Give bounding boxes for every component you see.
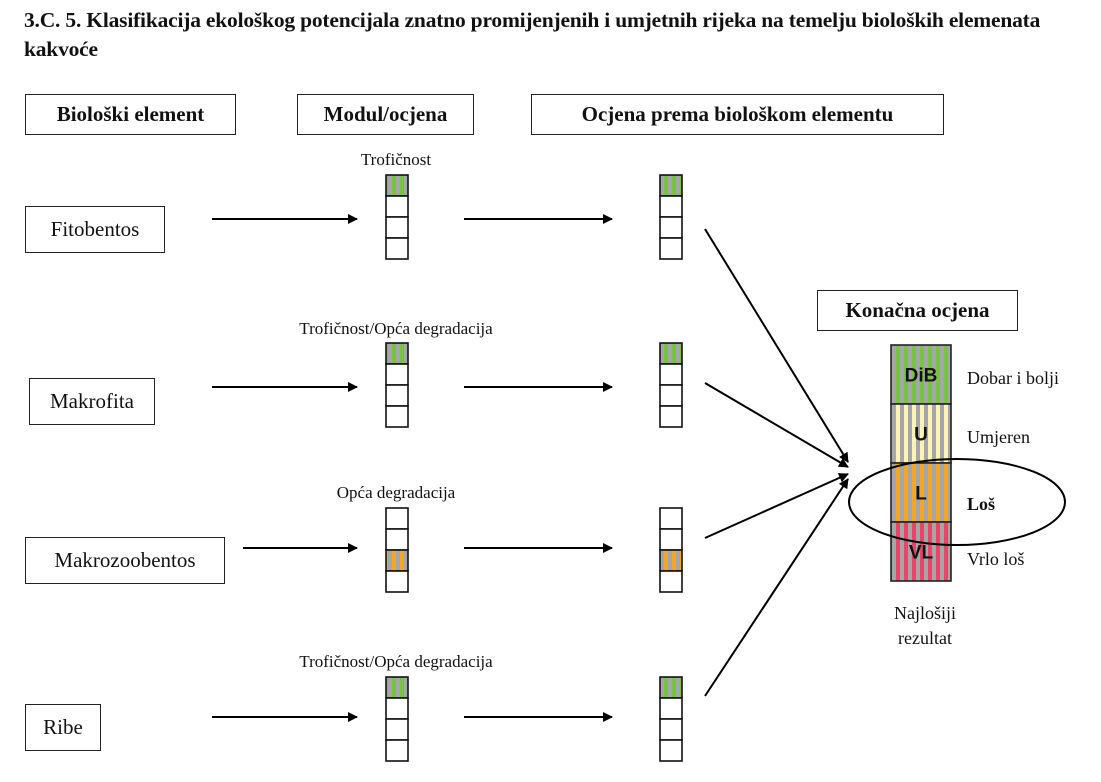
final-cell-l: L xyxy=(890,462,952,523)
header-rating-by-element: Ocjena prema biološkom elementu xyxy=(531,94,944,135)
header-biological-element: Biološki element xyxy=(25,94,236,135)
arrow-to-final xyxy=(704,382,849,468)
rating-stack-2 xyxy=(659,507,683,593)
stack-cell xyxy=(659,528,683,551)
stack-cell xyxy=(659,174,683,197)
stack-cell xyxy=(385,216,409,239)
stack-cell xyxy=(659,676,683,699)
stack-cell xyxy=(659,384,683,407)
stack-cell xyxy=(659,718,683,741)
final-note-line1: Najlošiji xyxy=(894,603,956,623)
module-stack-0 xyxy=(385,174,409,260)
page-title: 3.C. 5. Klasifikacija ekološkog potencij… xyxy=(24,8,1041,61)
stack-cell xyxy=(385,342,409,365)
stack-cell xyxy=(659,363,683,386)
header-module: Modul/ocjena xyxy=(297,94,474,135)
stack-cell xyxy=(659,195,683,218)
arrow-to-final xyxy=(704,478,849,697)
selected-result-ellipse xyxy=(848,458,1066,546)
stack-cell xyxy=(385,237,409,260)
stack-cell xyxy=(659,216,683,239)
stack-cell xyxy=(385,363,409,386)
module-label-fitobentos: Trofičnost xyxy=(360,150,432,169)
final-cell-code: L xyxy=(915,484,927,505)
module-label-makrozoobentos: Opća degradacija xyxy=(336,483,456,502)
stack-cell xyxy=(385,405,409,428)
header-final-rating: Konačna ocjena xyxy=(817,290,1018,331)
stack-cell xyxy=(659,739,683,762)
rating-stack-1 xyxy=(659,342,683,428)
arrow-to-final xyxy=(704,473,849,539)
stack-cell xyxy=(659,237,683,260)
module-stack-2 xyxy=(385,507,409,593)
final-cell-code: DiB xyxy=(905,366,938,387)
element-box-fitobentos: Fitobentos xyxy=(25,206,165,253)
module-stack-1 xyxy=(385,342,409,428)
stack-cell xyxy=(659,507,683,530)
rating-stack-3 xyxy=(659,676,683,762)
module-label-makrofita: Trofičnost/Opća degradacija xyxy=(299,319,493,338)
final-label-vl: Vrlo loš xyxy=(967,549,1025,569)
stack-cell xyxy=(385,528,409,551)
final-cell-code: VL xyxy=(909,543,934,564)
stack-cell xyxy=(659,697,683,720)
stack-cell xyxy=(659,570,683,593)
stack-cell xyxy=(385,507,409,530)
final-cell-vl: VL xyxy=(890,521,952,582)
final-cell-dib: DiB xyxy=(890,344,952,405)
final-cell-u: U xyxy=(890,403,952,464)
stack-cell xyxy=(385,195,409,218)
final-note-line2: rezultat xyxy=(898,628,952,648)
module-stack-3 xyxy=(385,676,409,762)
stack-cell xyxy=(385,570,409,593)
element-box-makrozoobentos: Makrozoobentos xyxy=(25,537,225,584)
stack-cell xyxy=(385,174,409,197)
stack-cell xyxy=(659,342,683,365)
arrow-to-final xyxy=(704,228,849,463)
rating-stack-0 xyxy=(659,174,683,260)
final-label-dib: Dobar i bolji xyxy=(967,368,1059,388)
final-label-u: Umjeren xyxy=(967,427,1030,447)
element-box-ribe: Ribe xyxy=(25,704,101,751)
stack-cell xyxy=(385,384,409,407)
stack-cell xyxy=(659,405,683,428)
stack-cell xyxy=(659,549,683,572)
stack-cell xyxy=(385,739,409,762)
stack-cell xyxy=(385,549,409,572)
stack-cell xyxy=(385,676,409,699)
element-box-makrofita: Makrofita xyxy=(29,378,155,425)
final-label-l: Loš xyxy=(967,494,996,514)
module-label-ribe: Trofičnost/Opća degradacija xyxy=(299,652,493,671)
stack-cell xyxy=(385,697,409,720)
final-cell-code: U xyxy=(914,425,928,446)
stack-cell xyxy=(385,718,409,741)
